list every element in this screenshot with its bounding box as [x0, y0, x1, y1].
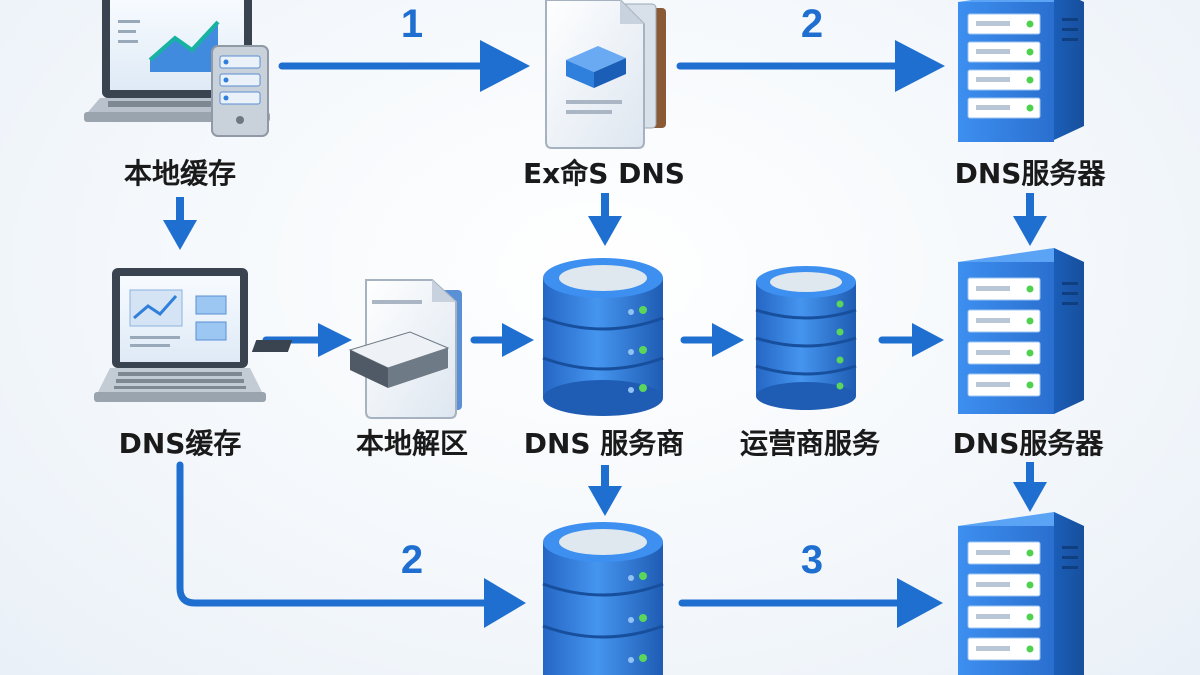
- label-local-cache: 本地缓存: [123, 157, 237, 190]
- arrow-down-exs: [588, 193, 622, 246]
- arrow-down-server-mid: [1013, 462, 1047, 512]
- database-icon-isp: [755, 266, 857, 410]
- label-local-zone: 本地解区: [355, 427, 469, 460]
- label-exs-dns: Ex命S DNS: [523, 157, 685, 190]
- label-dns-server-mid: DNS服务器: [952, 427, 1104, 460]
- label-isp-service: 运营商服务: [739, 427, 881, 460]
- arrow-dns-cache-to-bottom: [176, 461, 496, 607]
- label-dns-cache: DNS缓存: [118, 427, 242, 460]
- label-dns-server-top: DNS服务器: [954, 157, 1106, 190]
- step-number-1: 1: [400, 2, 424, 46]
- bottom-database-icon: [542, 522, 664, 675]
- laptop-icon: [94, 268, 266, 402]
- arrow-mid-4: [878, 323, 944, 357]
- arrows: [163, 40, 1047, 628]
- arrow-mid-3: [680, 323, 744, 357]
- database-icon: [542, 258, 664, 416]
- document-device-icon: [251, 279, 462, 419]
- arrow-down-cache: [163, 197, 197, 250]
- arrow-down-server-top: [1013, 193, 1047, 246]
- step-number-2-bottom: 2: [400, 538, 424, 582]
- server-tower-icon: [958, 0, 1084, 142]
- step-number-2-top: 2: [800, 2, 824, 46]
- laptop-chart-icon: [84, 0, 270, 137]
- label-dns-provider: DNS 服务商: [523, 427, 685, 460]
- document-stack-icon: [545, 0, 666, 149]
- arrow-down-provider: [588, 465, 622, 516]
- arrow-mid-2: [470, 323, 534, 357]
- bottom-server-icon: [958, 512, 1084, 675]
- server-tower-icon-mid: [958, 248, 1084, 414]
- step-number-3: 3: [800, 538, 824, 582]
